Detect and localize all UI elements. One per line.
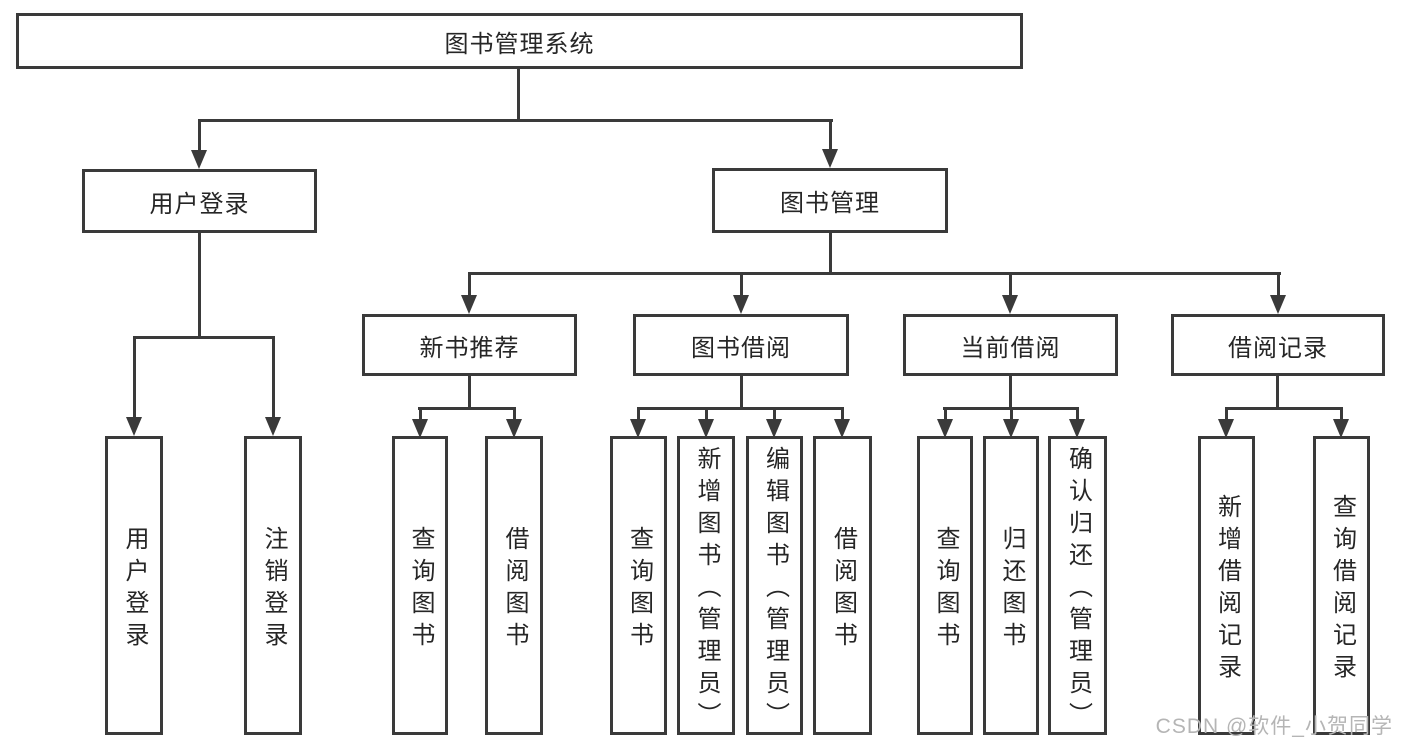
leaf-current-confirm-return-admin: 确认归还（管理员）	[1048, 436, 1107, 735]
watermark: CSDN @软件_小贺同学	[1155, 715, 1393, 738]
connector-line	[133, 336, 136, 417]
connector-line	[740, 272, 743, 295]
leaf-borrowing-edit-books-admin: 编辑图书（管理员）	[746, 436, 803, 735]
connector-line	[637, 407, 640, 419]
node-label: 用户登录	[121, 525, 148, 654]
leaf-borrowing-borrow-books: 借阅图书	[813, 436, 872, 735]
node-label: 借阅图书	[829, 525, 857, 654]
connector-line	[198, 119, 201, 150]
leaf-records-search-borrow-record: 查询借阅记录	[1313, 436, 1370, 735]
node-new-book-recommendation: 新书推荐	[362, 314, 577, 376]
arrowhead-icon	[698, 419, 714, 438]
connector-line	[773, 407, 776, 419]
connector-line	[517, 69, 520, 119]
arrowhead-icon	[461, 295, 477, 314]
leaf-logout: 注销登录	[244, 436, 302, 735]
leaf-user-login: 用户登录	[105, 436, 163, 735]
node-label: 用户登录	[149, 190, 250, 218]
node-label: 新书推荐	[419, 334, 520, 362]
node-label: 新增图书（管理员）	[693, 445, 720, 734]
node-label: 查询图书	[932, 525, 959, 654]
connector-line	[1277, 272, 1280, 295]
connector-line	[841, 407, 844, 419]
node-label: 新增借阅记录	[1213, 493, 1241, 686]
node-label: 确认归还（管理员）	[1064, 445, 1092, 734]
node-label: 图书管理系统	[444, 30, 595, 58]
leaf-current-return-books: 归还图书	[983, 436, 1039, 735]
arrowhead-icon	[822, 149, 838, 168]
connector-line	[705, 407, 708, 419]
node-label: 图书管理	[780, 190, 880, 217]
arrowhead-icon	[937, 419, 953, 438]
leaf-current-search-books: 查询图书	[917, 436, 973, 735]
connector-line	[1340, 407, 1343, 419]
connector-line	[1076, 407, 1079, 419]
leaf-borrowing-add-books-admin: 新增图书（管理员）	[677, 436, 735, 735]
connector-line	[468, 272, 1281, 275]
arrowhead-icon	[630, 419, 646, 438]
leaf-recommend-search-books: 查询图书	[392, 436, 448, 735]
connector-line	[1009, 376, 1012, 407]
node-user-login: 用户登录	[82, 169, 317, 233]
node-label: 查询图书	[625, 525, 653, 654]
arrowhead-icon	[1218, 419, 1234, 438]
connector-line	[468, 376, 471, 407]
arrowhead-icon	[265, 417, 281, 436]
node-book-borrowing: 图书借阅	[633, 314, 849, 376]
connector-line	[637, 407, 844, 410]
node-label: 借阅图书	[501, 525, 528, 654]
connector-line	[1225, 407, 1343, 410]
node-label: 查询借阅记录	[1328, 493, 1356, 686]
connector-line	[1276, 376, 1279, 407]
connector-line	[829, 119, 832, 149]
arrowhead-icon	[126, 417, 142, 436]
connector-line	[133, 336, 275, 339]
leaf-borrowing-search-books: 查询图书	[610, 436, 667, 735]
node-label: 图书借阅	[691, 334, 791, 362]
arrowhead-icon	[1003, 419, 1019, 438]
arrowhead-icon	[1333, 419, 1349, 438]
arrowhead-icon	[834, 419, 850, 438]
connector-line	[740, 376, 743, 407]
connector-line	[829, 233, 832, 272]
arrowhead-icon	[506, 419, 522, 438]
node-label: 查询图书	[407, 525, 434, 654]
node-library-management-system: 图书管理系统	[16, 13, 1023, 69]
arrowhead-icon	[733, 295, 749, 314]
connector-line	[1009, 272, 1012, 295]
connector-line	[418, 407, 516, 410]
connector-line	[198, 233, 201, 336]
node-label: 编辑图书（管理员）	[761, 445, 789, 734]
leaf-records-add-borrow-record: 新增借阅记录	[1198, 436, 1255, 735]
node-label: 归还图书	[998, 525, 1025, 654]
node-label: 借阅记录	[1228, 334, 1328, 362]
node-borrowing-records: 借阅记录	[1171, 314, 1385, 376]
connector-line	[468, 272, 471, 295]
node-book-management: 图书管理	[712, 168, 948, 233]
connector-line	[944, 407, 947, 419]
connector-line	[1225, 407, 1228, 419]
node-current-borrowing: 当前借阅	[903, 314, 1118, 376]
node-label: 当前借阅	[960, 334, 1061, 362]
arrowhead-icon	[766, 419, 782, 438]
arrowhead-icon	[191, 150, 207, 169]
arrowhead-icon	[1069, 419, 1085, 438]
connector-line	[198, 119, 833, 122]
connector-line	[1010, 407, 1013, 419]
arrowhead-icon	[1270, 295, 1286, 314]
leaf-recommend-borrow-books: 借阅图书	[485, 436, 543, 735]
arrowhead-icon	[1002, 295, 1018, 314]
arrowhead-icon	[412, 419, 428, 438]
node-label: 注销登录	[260, 525, 287, 654]
connector-line	[272, 336, 275, 417]
connector-line	[513, 407, 516, 419]
connector-line	[419, 407, 422, 419]
